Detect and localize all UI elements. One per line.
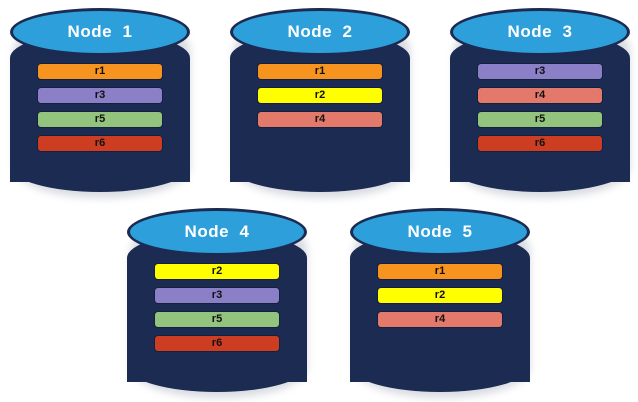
record-list: r3 r4 r5 r6 (478, 64, 602, 160)
record-bar[interactable]: r4 (378, 312, 502, 327)
cylinder-top-ellipse (127, 208, 307, 256)
record-bar[interactable]: r6 (478, 136, 602, 151)
record-list: r1 r2 r4 (378, 264, 502, 336)
node-label: Node 4 (184, 222, 250, 241)
record-list: r1 r2 r4 (258, 64, 382, 136)
record-list: r1 r3 r5 r6 (38, 64, 162, 160)
record-bar[interactable]: r3 (155, 288, 279, 303)
cylinder-top-ellipse (350, 208, 530, 256)
record-bar[interactable]: r1 (378, 264, 502, 279)
record-bar[interactable]: r4 (258, 112, 382, 127)
record-bar[interactable]: r2 (155, 264, 279, 279)
record-bar[interactable]: r3 (478, 64, 602, 79)
record-bar[interactable]: r3 (38, 88, 162, 103)
node-label: Node 5 (407, 222, 473, 241)
record-list: r2 r3 r5 r6 (155, 264, 279, 360)
node-label: Node 1 (67, 22, 133, 41)
node-label: Node 3 (507, 22, 573, 41)
record-bar[interactable]: r6 (155, 336, 279, 351)
record-bar[interactable]: r2 (258, 88, 382, 103)
cylinder-top-ellipse (230, 8, 410, 56)
record-bar[interactable]: r1 (258, 64, 382, 79)
node-label: Node 2 (287, 22, 353, 41)
record-bar[interactable]: r6 (38, 136, 162, 151)
cylinder-top-ellipse (10, 8, 190, 56)
record-bar[interactable]: r1 (38, 64, 162, 79)
record-bar[interactable]: r5 (155, 312, 279, 327)
record-bar[interactable]: r5 (478, 112, 602, 127)
cylinder-top-ellipse (450, 8, 630, 56)
record-bar[interactable]: r2 (378, 288, 502, 303)
record-bar[interactable]: r5 (38, 112, 162, 127)
record-bar[interactable]: r4 (478, 88, 602, 103)
